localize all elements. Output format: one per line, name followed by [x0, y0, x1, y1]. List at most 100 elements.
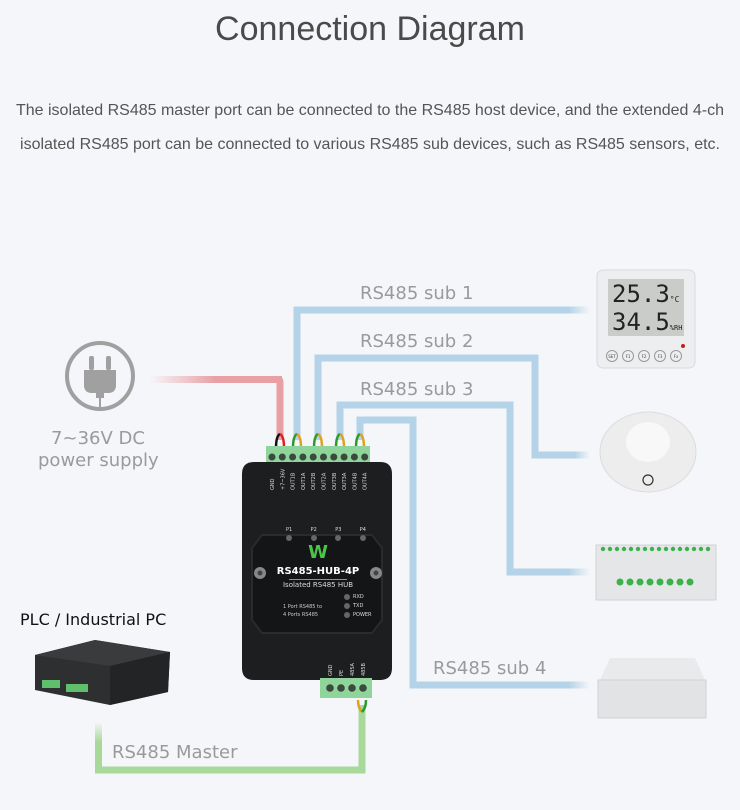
terminal-label: 485B [361, 662, 367, 676]
power-label: power supply [38, 450, 159, 471]
port-led: P1 [286, 527, 292, 541]
sub2-wire [314, 354, 590, 459]
relay-module-image [595, 544, 717, 601]
hub-subtitle: Isolated RS485 HUB [282, 581, 354, 589]
relay-terminal [649, 546, 655, 552]
relay-terminal [656, 546, 662, 552]
sub1-wire [293, 306, 590, 440]
port-led: P4 [360, 527, 366, 541]
page-title: Connection Diagram [215, 10, 525, 48]
status-led: POWER [344, 610, 372, 619]
terminal-label: OUT3A [342, 472, 348, 490]
relay-terminal [600, 546, 606, 552]
sub3-wire [336, 401, 590, 576]
relay-terminal [614, 546, 620, 552]
power-plug-icon [65, 341, 135, 411]
master-label: RS485 Master [112, 742, 238, 763]
sensor-display: 25.3°C 34.5%RH [612, 280, 682, 336]
terminal-screw [278, 453, 286, 461]
power-supply-label: 7~36V DC power supply [38, 428, 159, 472]
terminal-label: OUT4B [352, 472, 358, 490]
printer-image [597, 658, 707, 719]
relay-button [686, 578, 694, 586]
temperature-humidity-sensor-image [596, 269, 696, 369]
sensor-button: SET [606, 350, 618, 362]
relay-button [666, 578, 674, 586]
sensor-buttons: SET F1 F2 F3 Fx [606, 350, 682, 362]
terminal-label: GND [328, 664, 334, 676]
port-leds: P1 P2 P3 P4 [286, 527, 366, 541]
hub-note-line2: 4 Ports RS485 [283, 612, 319, 618]
temp-unit: °C [669, 295, 680, 304]
relay-button [626, 578, 634, 586]
relay-terminal [691, 546, 697, 552]
terminal-screw [359, 684, 367, 692]
terminal-label: OUT1A [301, 472, 307, 490]
power-wire [150, 376, 284, 440]
terminal-screw [350, 453, 358, 461]
terminal-label: GND [270, 478, 276, 490]
description: The isolated RS485 master port can be co… [15, 102, 724, 153]
relay-terminal [677, 546, 683, 552]
terminal-label: PE [339, 670, 345, 676]
port-led: P3 [335, 527, 341, 541]
relay-terminal [635, 546, 641, 552]
voltage-label: 7~36V DC [51, 428, 145, 449]
relay-terminal [642, 546, 648, 552]
terminal-label: OUT3B [332, 472, 338, 490]
terminal-screw [348, 684, 356, 692]
temp-value: 25.3 [612, 280, 670, 308]
sub4-label: RS485 sub 4 [433, 658, 547, 679]
relay-terminal [698, 546, 704, 552]
terminal-label: OUT1B [291, 472, 297, 490]
terminal-screw [326, 684, 334, 692]
relay-button [636, 578, 644, 586]
status-led: RXD [344, 592, 372, 601]
terminal-screw [299, 453, 307, 461]
humidity-value: 34.5 [612, 308, 670, 336]
terminal-label: 485A [350, 662, 356, 676]
sub3-label: RS485 sub 3 [360, 379, 474, 400]
terminal-screw [361, 453, 369, 461]
smoke-detector-image [599, 411, 697, 493]
terminal-screw [340, 453, 348, 461]
waveshare-logo: W [308, 542, 328, 563]
relay-button [646, 578, 654, 586]
hub-note-line1: 1 Port RS485 to [283, 604, 323, 610]
humidity-unit: %RH [669, 324, 683, 332]
relay-terminal [684, 546, 690, 552]
relay-button [676, 578, 684, 586]
master-wire [95, 705, 366, 774]
terminal-label: OUT2A [322, 472, 328, 490]
terminal-screw [320, 453, 327, 461]
hub-model: RS485-HUB-4P [276, 566, 360, 577]
relay-terminal [663, 546, 669, 552]
relay-terminal [670, 546, 676, 552]
bottom-terminal-block [320, 678, 372, 698]
sensor-button: F2 [638, 350, 650, 362]
terminal-screw [309, 453, 317, 461]
sensor-button: F3 [654, 350, 666, 362]
relay-terminal [607, 546, 613, 552]
terminal-screw [330, 453, 338, 461]
sub2-label: RS485 sub 2 [360, 331, 474, 352]
hub-note: 1 Port RS485 to 4 Ports RS485 [283, 603, 322, 619]
sub4-wire [356, 416, 590, 689]
plc-title: PLC / Industrial PC [20, 610, 167, 629]
relay-terminal [628, 546, 634, 552]
status-led: TXD [344, 601, 372, 610]
sensor-button: Fx [670, 350, 682, 362]
port-led: P2 [311, 527, 317, 541]
terminal-screw [268, 453, 276, 461]
sensor-button: F1 [622, 350, 634, 362]
relay-terminal [621, 546, 627, 552]
relay-terminal [705, 546, 711, 552]
terminal-label: +7~36V [280, 468, 286, 490]
plc-industrial-pc-image [35, 640, 170, 705]
sub1-label: RS485 sub 1 [360, 283, 474, 304]
relay-button [656, 578, 664, 586]
hub-divider [289, 579, 347, 580]
terminal-screw [289, 453, 297, 461]
